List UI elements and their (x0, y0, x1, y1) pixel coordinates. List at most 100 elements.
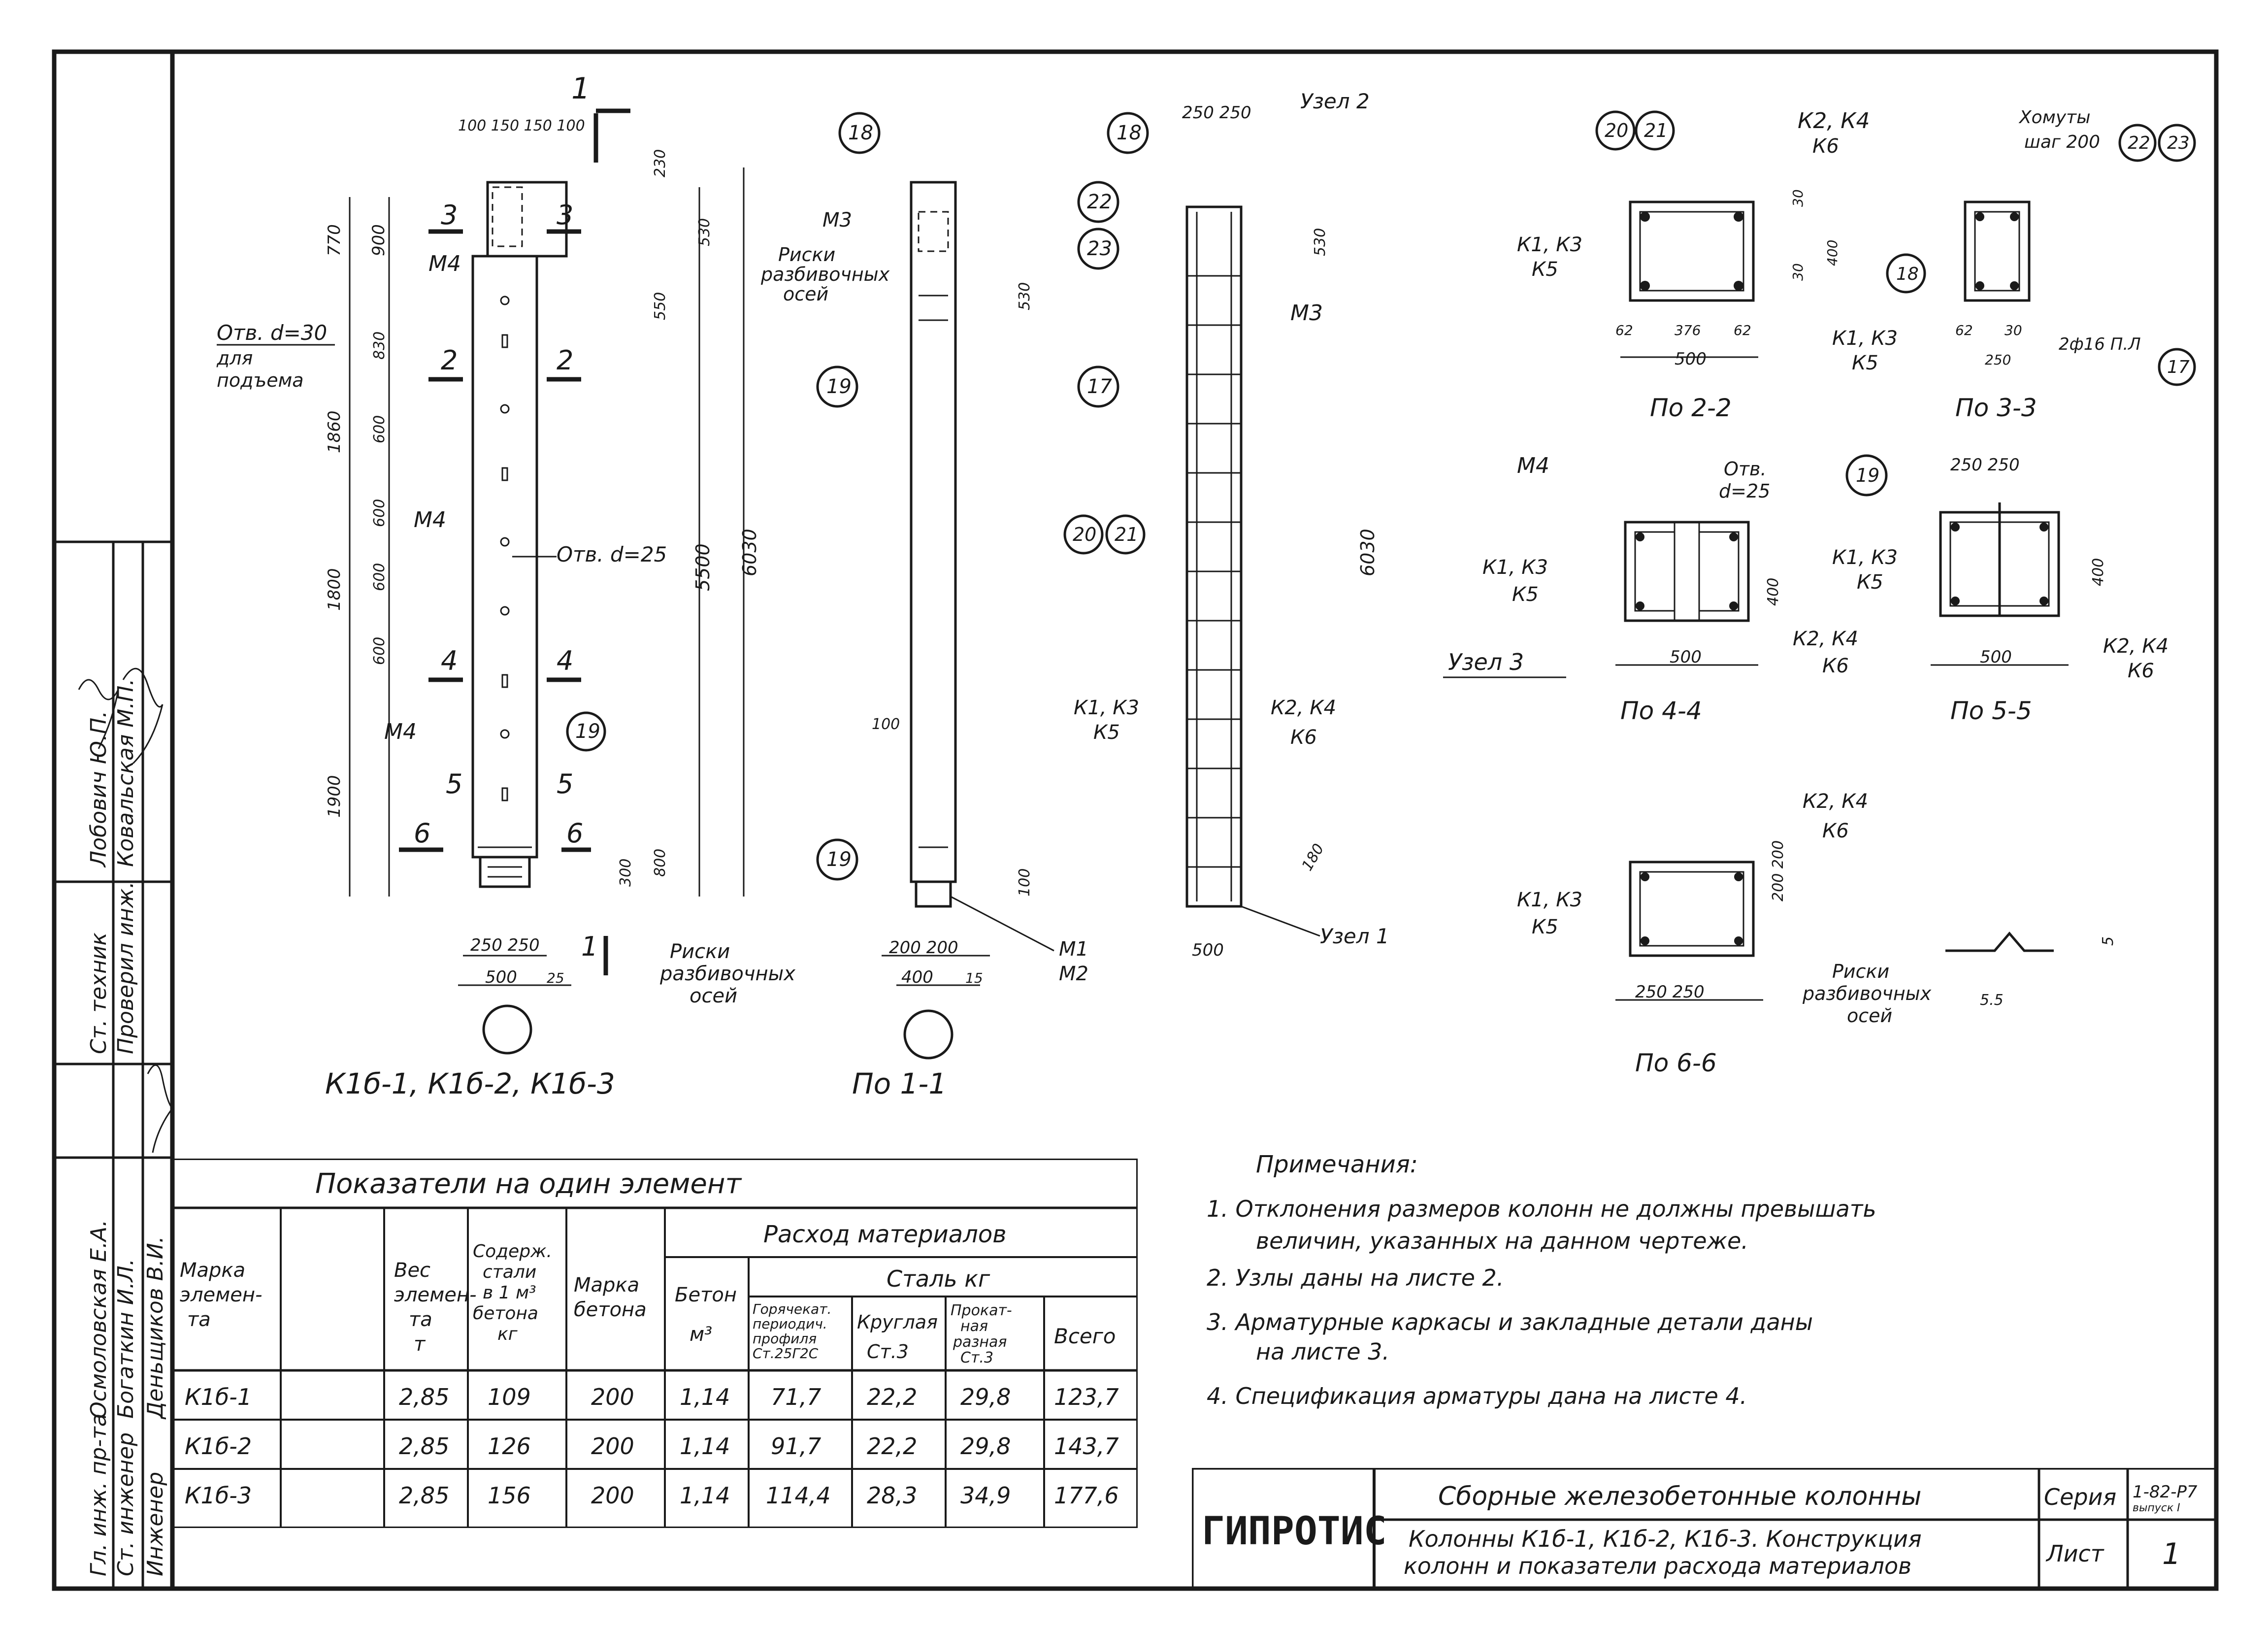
row2-mark: К1б-2 (185, 1433, 252, 1460)
title-line-2b: колонн и показатели расхода материалов (1404, 1553, 1911, 1579)
dim-900: 900 (369, 224, 389, 256)
dim-770: 770 (325, 224, 344, 256)
hdr-total: Всего (1054, 1324, 1116, 1348)
caption-22: По 2-2 (1650, 394, 1732, 422)
row1-total: 123,7 (1054, 1384, 1119, 1410)
row3-weight: 2,85 (399, 1482, 449, 1509)
table-row: К1б-3 2,85 156 200 1,14 114,4 28,3 34,9 … (185, 1482, 1119, 1509)
otv-44-1: Отв. (1724, 458, 1767, 480)
sec33-stirrup (1974, 211, 2020, 292)
notes-title: Примечания: (1256, 1151, 1418, 1178)
dim-66-200a: 200 200 (1770, 840, 1787, 901)
k6-side: К6 (1290, 726, 1317, 749)
bubble-20-a-text: 20 (1073, 524, 1096, 545)
bubble-18-c-text: 18 (1896, 264, 1919, 284)
side-elevation: 18 250 250 Узел 2 22 23 17 20 21 (1063, 89, 1389, 960)
table-steel-header: Сталь кг (887, 1265, 990, 1292)
dim-550: 550 (652, 292, 669, 320)
dim-300: 300 (617, 859, 634, 887)
dim-800: 800 (652, 849, 669, 877)
otv-44-2: d=25 (1719, 480, 1770, 502)
bubble-22-b (2118, 124, 2157, 162)
bubble-18-b-text: 18 (1117, 122, 1142, 144)
rebar-dot-4 (1734, 281, 1743, 291)
seriya-value-2: выпуск I (2133, 1502, 2180, 1514)
column-base-plate (479, 856, 531, 888)
bubble-20-a (1063, 514, 1104, 555)
row2-hot: 91,7 (771, 1433, 821, 1460)
bubble-17-b (2158, 348, 2196, 386)
bubble-19-a (566, 711, 606, 752)
dim-55-small: 5.5 (1980, 992, 2004, 1009)
m4-label-1: М4 (428, 251, 461, 276)
k1k3-66: К1, К3 (1517, 889, 1582, 911)
note-1b: величин, указанных на данном чертеже. (1256, 1228, 1748, 1254)
dim-55-500: 500 (1980, 647, 2012, 667)
bubble-18-a-text: 18 (848, 122, 873, 144)
table-row: К1б-1 2,85 109 200 1,14 71,7 22,2 29,8 1… (185, 1384, 1119, 1410)
seriya-value-1: 1-82-Р7 (2133, 1482, 2198, 1502)
embedded-plate-mark-4 (501, 787, 508, 801)
k6-55: К6 (2128, 660, 2154, 682)
bubble-19-a-text: 19 (575, 720, 600, 743)
bubble-21-a (1105, 514, 1146, 555)
row1-concrete: 1,14 (680, 1384, 730, 1410)
dim-55-250: 250 250 (1950, 455, 2020, 475)
bubble-21-b (1635, 110, 1675, 151)
k2k4-55: К2, К4 (2103, 635, 2169, 658)
dim-44-500: 500 (1670, 647, 1702, 667)
bubble-18-b (1107, 112, 1149, 154)
k1k3-33: К1, К3 (1832, 327, 1898, 350)
dim-830: 830 (371, 332, 388, 360)
dim-600-d: 600 (371, 637, 388, 665)
caption-33: По 3-3 (1955, 394, 2037, 422)
section-6-label-r: 6 (566, 818, 583, 849)
table-row: К1б-2 2,85 126 200 1,14 91,7 22,2 29,8 1… (185, 1433, 1119, 1460)
bubble-21-b-text: 21 (1644, 120, 1668, 141)
section-2-label-r: 2 (557, 345, 573, 376)
dim-1860: 1860 (325, 410, 344, 453)
row3-concrete: 1,14 (680, 1482, 730, 1509)
sec44-plate (1674, 521, 1700, 622)
bubble-19-c (816, 838, 858, 881)
bubble-18-a (838, 112, 881, 154)
k2k4-66: К2, К4 (1803, 790, 1868, 813)
k5-side: К5 (1093, 721, 1120, 744)
row1-weight: 2,85 (399, 1384, 449, 1410)
section-6-label-l: 6 (414, 818, 430, 849)
k2k4-22: К2, К4 (1798, 108, 1870, 133)
row3-hot: 114,4 (766, 1482, 831, 1509)
section-1-label-top: 1 (571, 71, 590, 106)
bubble-22 (1077, 181, 1119, 223)
materials-table: Показатели на один элемент Расход матери… (172, 1159, 1138, 1528)
table-grid: Показатели на один элемент Расход матери… (172, 1159, 1138, 1528)
caption-11: По 1-1 (852, 1067, 947, 1100)
stamp-name-2: Богаткин И.Л. (113, 1259, 138, 1419)
bubble-19-b-text: 19 (826, 375, 852, 398)
row1-cmark: 200 (591, 1384, 634, 1410)
section-1-1: 18 М3 Риски разбивочных осей 19 19 530 1… (760, 112, 1088, 1100)
dim-33-250: 250 (1985, 352, 2011, 368)
dim-62-b: 62 (1734, 322, 1751, 338)
k1k3-44: К1, К3 (1482, 556, 1548, 579)
section-2-2: 20 21 К2, К4 К6 К1, К3 К5 62 376 62 500 … (1517, 108, 1870, 422)
hole-mark-2 (500, 404, 510, 414)
stamp-role-5: Проверил инж. (113, 881, 138, 1054)
row3-total: 177,6 (1054, 1482, 1119, 1509)
dim-top-spacing: 100 150 150 100 (458, 117, 585, 134)
m1-label: М1 (1059, 938, 1088, 961)
hole-mark (500, 296, 510, 305)
dim-1900: 1900 (325, 775, 344, 818)
riski-bottom-2: разбивочных (659, 963, 795, 985)
stamp-role-1: Гл. инж. пр-та (86, 1413, 111, 1576)
row2-cmark: 200 (591, 1433, 634, 1460)
section-1-label-bottom: 1 (581, 931, 598, 962)
dim-15: 15 (965, 970, 983, 986)
hole-mark-5 (500, 729, 510, 739)
section-2-label-l: 2 (441, 345, 458, 376)
bubble-23-b (2158, 124, 2196, 162)
m2-label: М2 (1059, 963, 1088, 985)
